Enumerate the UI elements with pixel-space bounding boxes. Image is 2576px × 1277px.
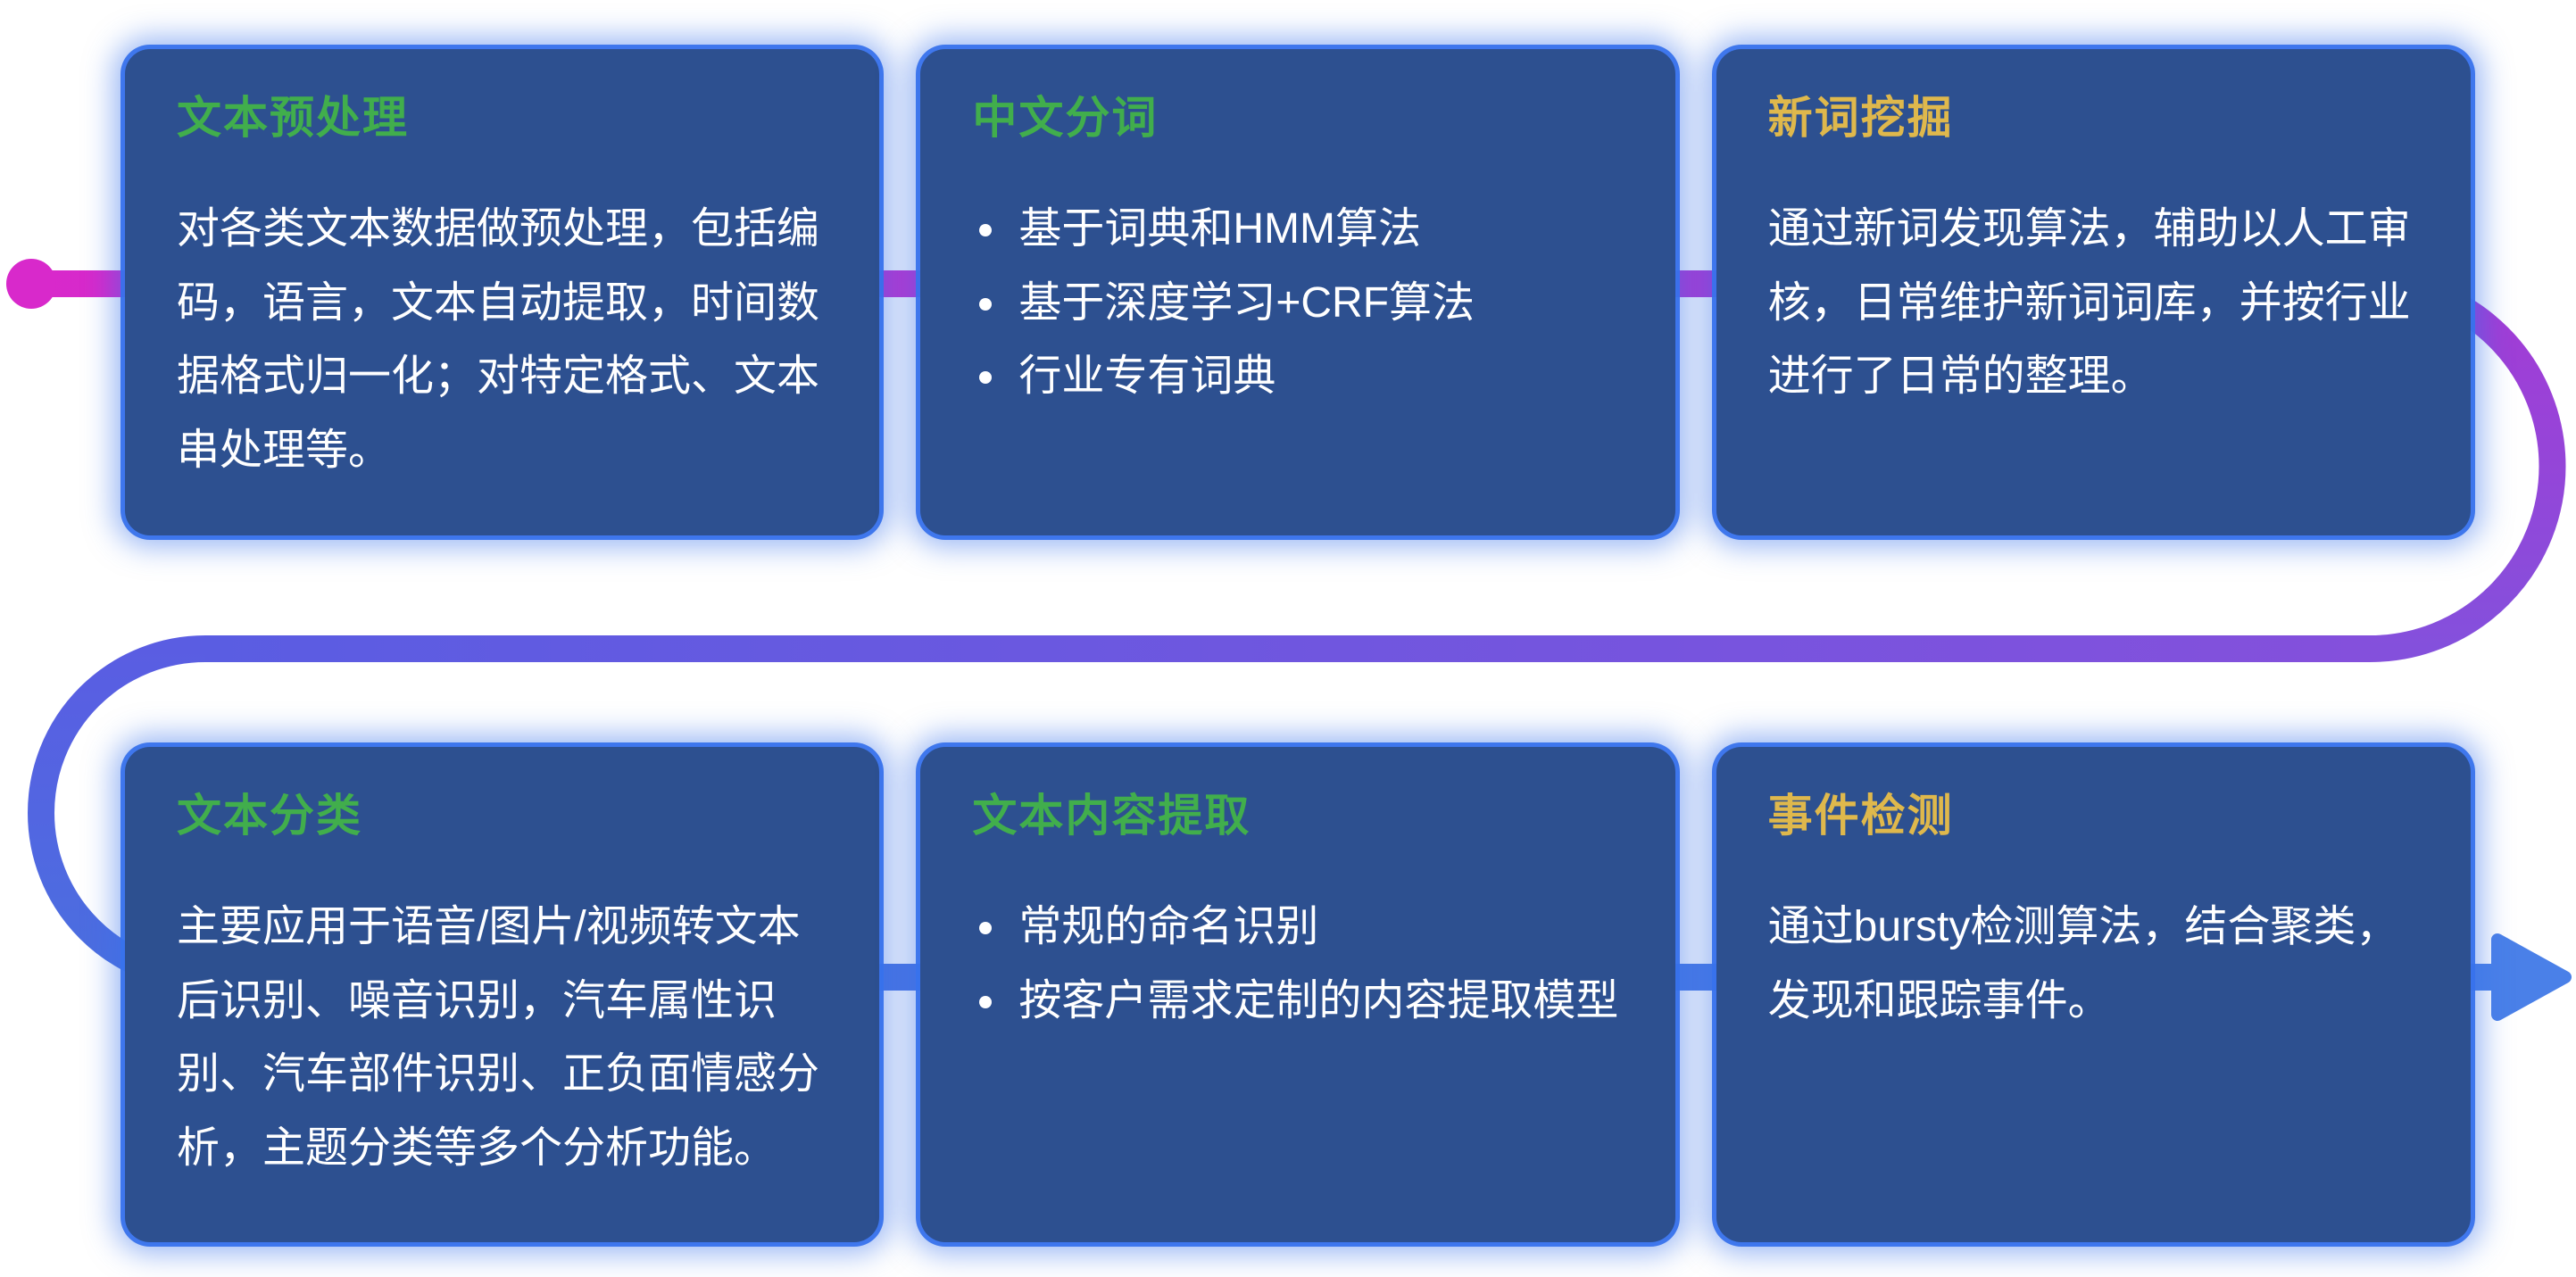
card-title: 中文分词 — [972, 93, 1159, 143]
card-chinese-word-segmentation: 中文分词 基于词典和HMM算法 基于深度学习+CRF算法 行业专有词典 — [920, 49, 1675, 535]
bullet-dot-icon — [979, 995, 993, 1008]
pipeline-row-bottom: 文本分类 主要应用于语音/图片/视频转文本后识别、噪音识别，汽车属性识别、汽车部… — [125, 747, 2471, 1242]
card-title: 新词挖掘 — [1767, 93, 1954, 143]
card-title: 事件检测 — [1767, 791, 1954, 841]
pipeline-row-top: 文本预处理 对各类文本数据做预处理，包括编码，语言，文本自动提取，时间数据格式归… — [125, 49, 2471, 535]
card-text-content-extraction: 文本内容提取 常规的命名识别 按客户需求定制的内容提取模型 — [920, 747, 1675, 1242]
card-body: 对各类文本数据做预处理，包括编码，语言，文本自动提取，时间数据格式归一化；对特定… — [177, 205, 820, 474]
bullet-item: 按客户需求定制的内容提取模型 — [972, 965, 1623, 1039]
flow-arrow-icon — [2491, 933, 2572, 1021]
bullet-text: 按客户需求定制的内容提取模型 — [1018, 976, 1619, 1024]
bullet-text: 行业专有词典 — [1018, 352, 1276, 401]
bullet-item: 基于词典和HMM算法 — [972, 193, 1623, 267]
card-text-preprocessing: 文本预处理 对各类文本数据做预处理，包括编码，语言，文本自动提取，时间数据格式归… — [125, 49, 880, 535]
bullet-dot-icon — [979, 297, 993, 311]
bullet-text: 基于深度学习+CRF算法 — [1018, 278, 1475, 327]
bullet-dot-icon — [979, 922, 993, 934]
bullet-dot-icon — [979, 224, 993, 236]
card-event-detection: 事件检测 通过bursty检测算法，结合聚类，发现和跟踪事件。 — [1716, 747, 2471, 1242]
card-bullet-list: 常规的命名识别 按客户需求定制的内容提取模型 — [972, 891, 1623, 1038]
bullet-item: 行业专有词典 — [972, 340, 1623, 414]
flow-start-dot-icon — [6, 259, 56, 309]
card-text-classification: 文本分类 主要应用于语音/图片/视频转文本后识别、噪音识别，汽车属性识别、汽车部… — [125, 747, 880, 1242]
card-body: 主要应用于语音/图片/视频转文本后识别、噪音识别，汽车属性识别、汽车部件识别、正… — [177, 903, 820, 1172]
bullet-dot-icon — [979, 371, 993, 385]
bullet-text: 基于词典和HMM算法 — [1018, 205, 1421, 253]
card-body: 通过bursty检测算法，结合聚类，发现和跟踪事件。 — [1767, 903, 2399, 1024]
card-body: 通过新词发现算法，辅助以人工审核，日常维护新词词库，并按行业进行了日常的整理。 — [1767, 205, 2411, 401]
bullet-item: 基于深度学习+CRF算法 — [972, 267, 1623, 341]
bullet-text: 常规的命名识别 — [1018, 903, 1319, 950]
card-title: 文本内容提取 — [972, 791, 1251, 841]
card-title: 文本分类 — [177, 791, 362, 841]
bullet-item: 常规的命名识别 — [972, 891, 1623, 965]
card-bullet-list: 基于词典和HMM算法 基于深度学习+CRF算法 行业专有词典 — [972, 193, 1623, 414]
card-new-word-mining: 新词挖掘 通过新词发现算法，辅助以人工审核，日常维护新词词库，并按行业进行了日常… — [1716, 49, 2471, 535]
card-title: 文本预处理 — [177, 93, 409, 143]
